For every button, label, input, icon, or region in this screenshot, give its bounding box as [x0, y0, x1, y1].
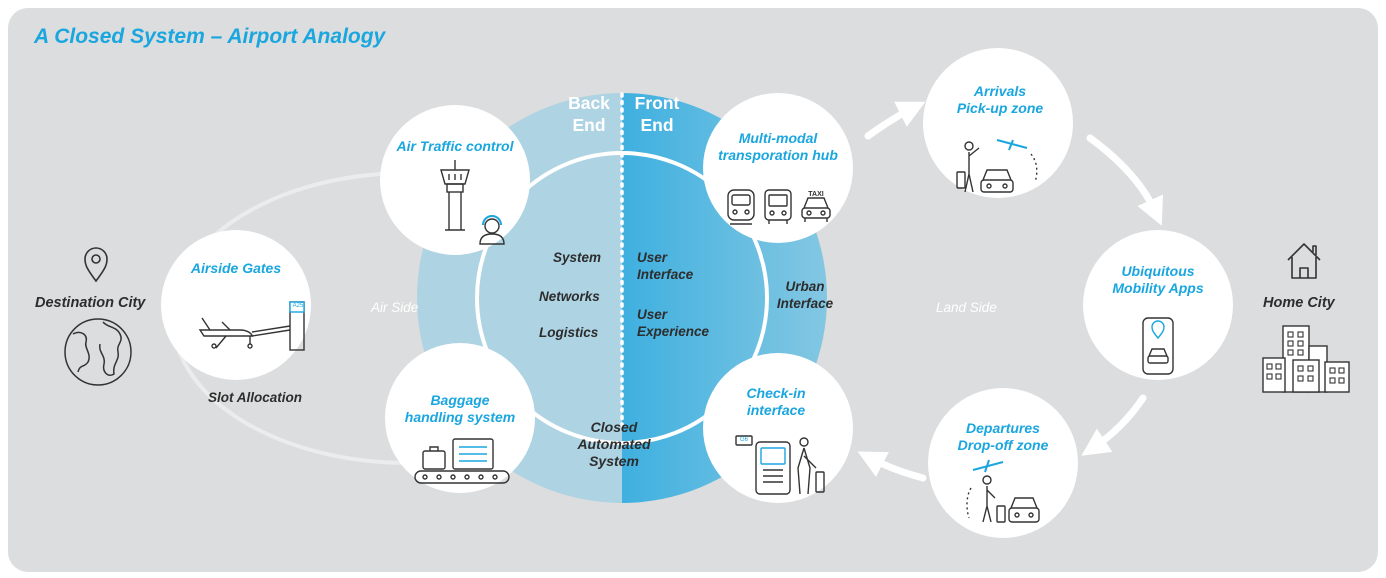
atc-title: Air Traffic control: [396, 138, 514, 154]
arrow-hub-to-arrivals: [864, 101, 926, 140]
check-in-kiosk-icon: [735, 435, 825, 495]
land-side-label: Land Side: [936, 300, 997, 315]
home-city-label: Home City: [1263, 295, 1335, 311]
core-logistics-text: Logistics: [539, 325, 599, 340]
traveler-car-plane-icon: [966, 459, 1040, 523]
circle-check-in: [703, 353, 853, 503]
smartphone-car-icon: [1142, 317, 1174, 375]
airside-gates-title: Airside Gates: [190, 260, 282, 276]
gate-sign-text: A25: [293, 303, 304, 309]
controller-headset-icon: [479, 215, 505, 245]
page-title: A Closed System – Airport Analogy: [34, 25, 386, 48]
traveler-car-plane-icon: [956, 139, 1038, 193]
diagram-panel: A25 TAXI G6 A Closed System – Airport An…: [8, 8, 1378, 572]
core-networks-text: Networks: [539, 289, 600, 304]
location-pin-icon: [84, 247, 108, 283]
destination-city-label: Destination City: [35, 295, 146, 311]
arrow-arrivals-to-apps: [1086, 134, 1164, 226]
arrow-apps-to-departures: [1081, 394, 1147, 456]
flow-arrows: [857, 101, 1164, 482]
circle-arrivals: [923, 48, 1073, 198]
arrow-departures-to-checkin: [857, 451, 927, 482]
core-system-text: System: [553, 250, 602, 265]
circle-airside-gates: [161, 230, 311, 380]
air-side-label: Air Side: [371, 300, 419, 315]
circle-mobility-apps: [1083, 230, 1233, 380]
diagram-artwork: A25 TAXI G6: [64, 48, 1350, 538]
airplane-jetbridge-icon: [198, 301, 305, 351]
train-icon: [727, 189, 755, 225]
home-icon: [1287, 243, 1321, 279]
taxi-icon: [801, 197, 831, 222]
bus-icon: [764, 189, 792, 224]
baggage-conveyor-icon: [414, 438, 510, 484]
taxi-sign-text: TAXI: [808, 191, 823, 198]
city-buildings-icon: [1262, 325, 1350, 393]
checkin-sign-text: G6: [740, 437, 749, 443]
slot-allocation-text: Slot Allocation: [208, 390, 302, 405]
control-tower-icon: [440, 160, 470, 231]
globe-icon: [64, 318, 132, 386]
